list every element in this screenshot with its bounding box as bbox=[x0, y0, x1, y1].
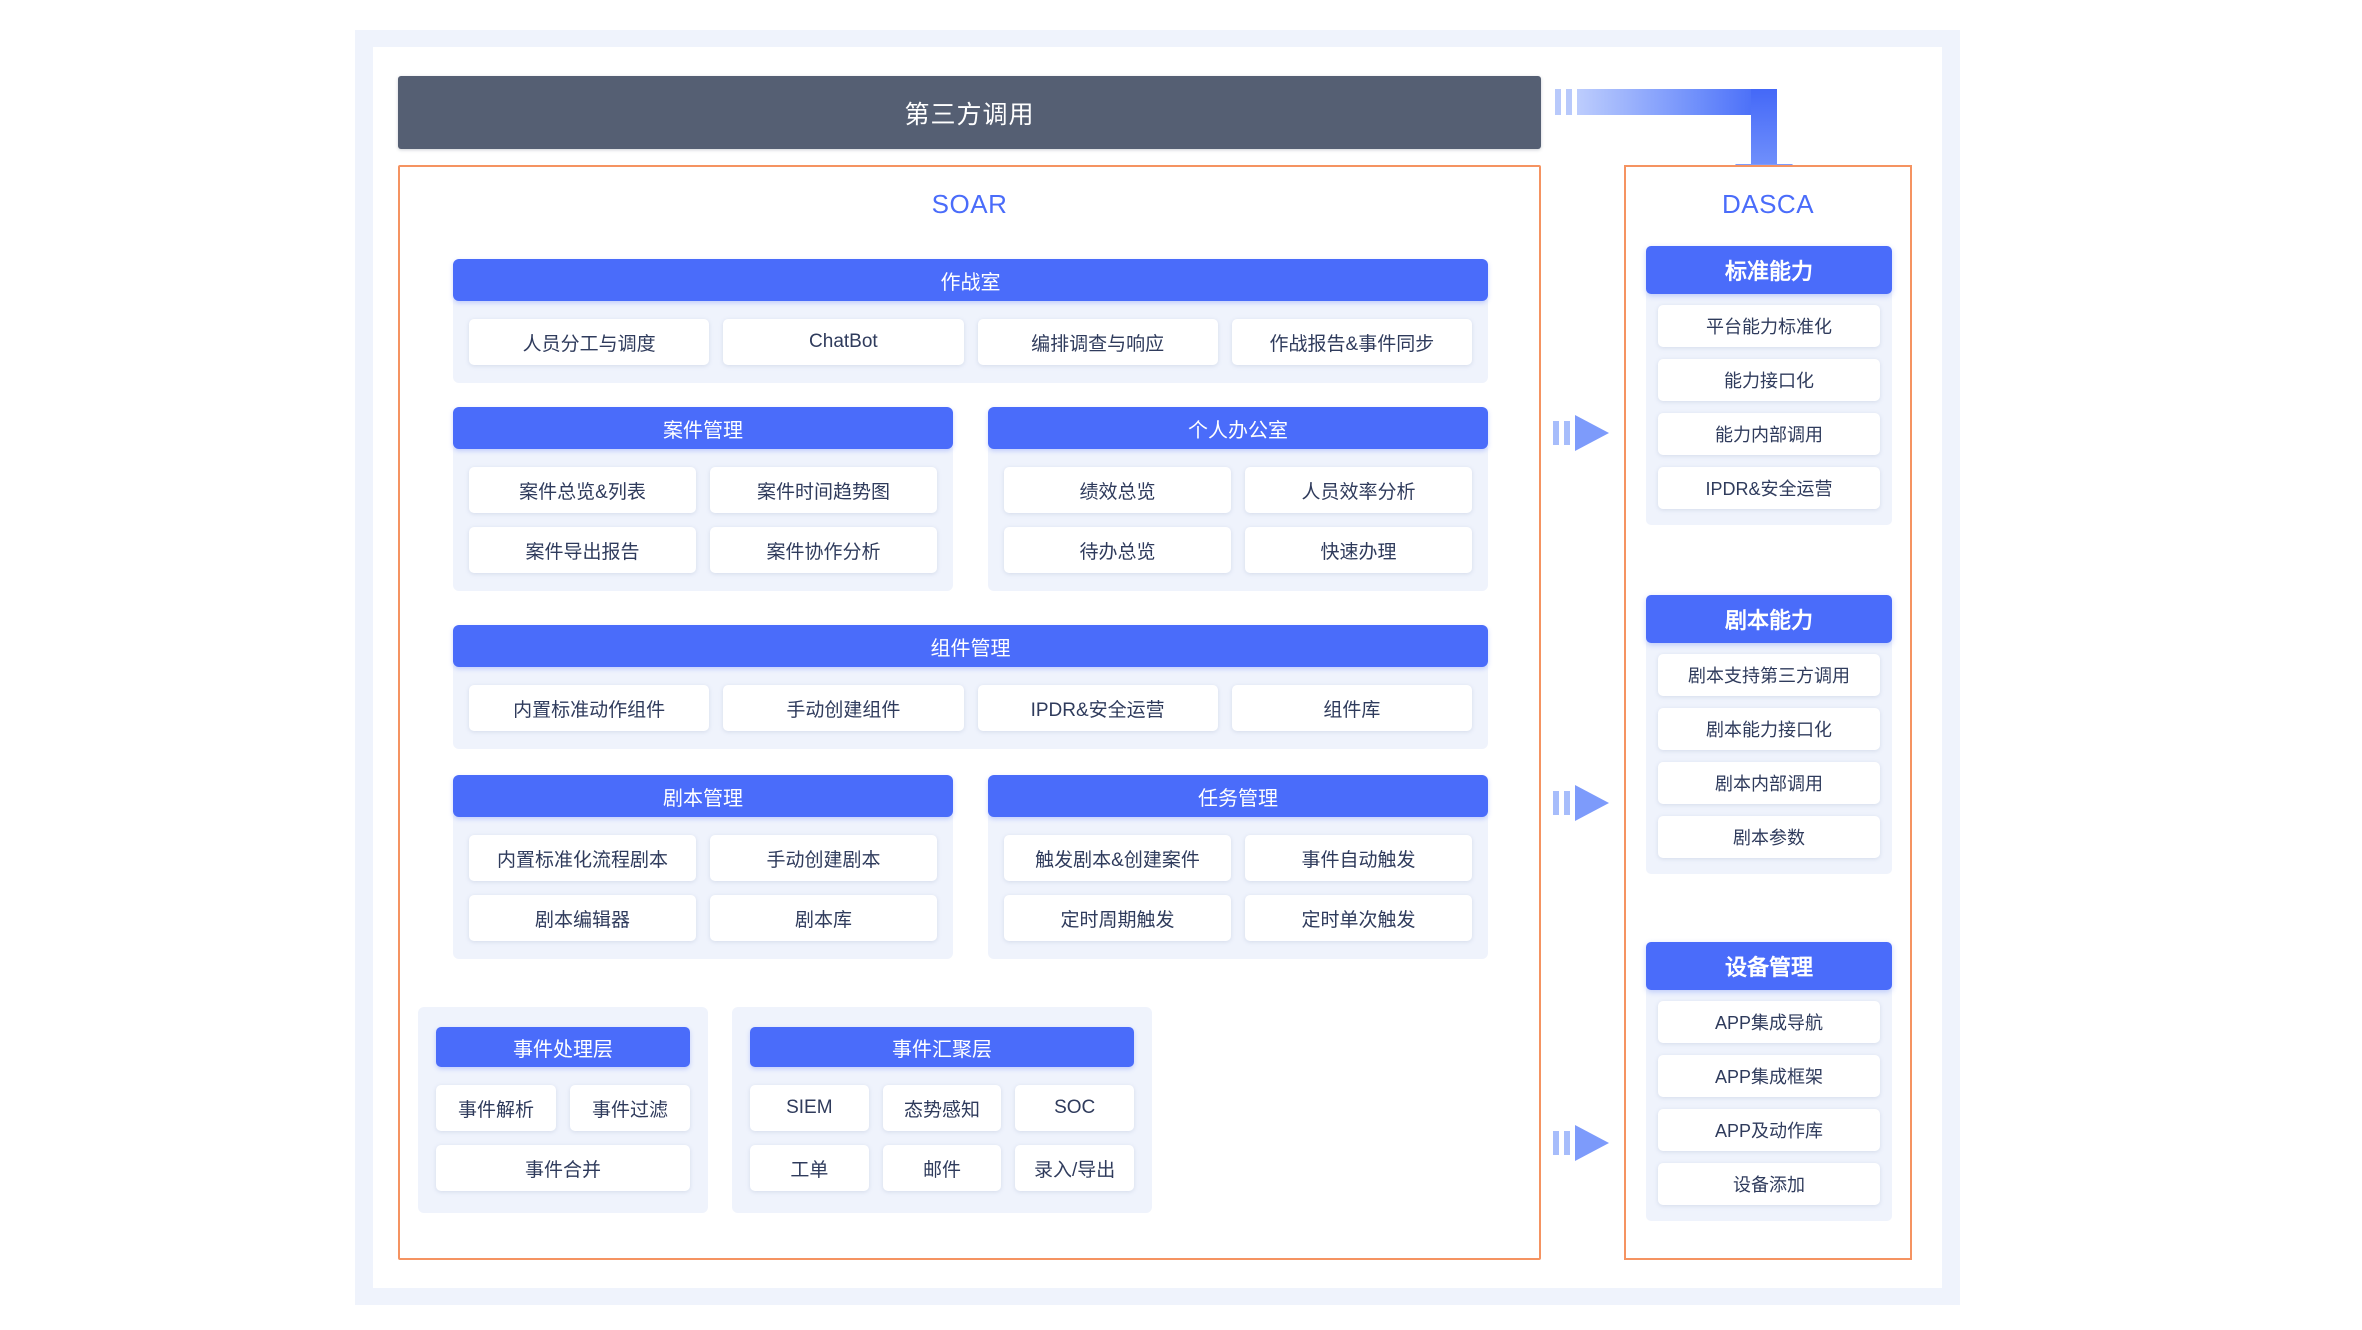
cell-item[interactable]: 事件自动触发 bbox=[1245, 835, 1472, 881]
group-personal-office-header: 个人办公室 bbox=[988, 407, 1488, 449]
cell-item[interactable]: ChatBot bbox=[723, 319, 964, 365]
panel-event-collect-layer: 事件汇聚层 SIEM 态势感知 SOC 工单 邮件 录入/导出 bbox=[732, 1007, 1152, 1213]
connector-arrow-playbook-icon bbox=[1553, 785, 1623, 821]
dasca-group-standard-body: 平台能力标准化 能力接口化 能力内部调用 IPDR&安全运营 bbox=[1646, 289, 1892, 525]
elbow-arrow-icon bbox=[1555, 82, 1810, 196]
event-process-layer-grid: 事件解析 事件过滤 bbox=[436, 1085, 690, 1131]
event-process-layer-header: 事件处理层 bbox=[436, 1027, 690, 1067]
cell-item[interactable]: 组件库 bbox=[1231, 685, 1472, 731]
soar-title: SOAR bbox=[931, 189, 1008, 219]
group-component-management-header: 组件管理 bbox=[453, 625, 1488, 667]
list-item[interactable]: APP及动作库 bbox=[1658, 1109, 1880, 1151]
list-item[interactable]: 设备添加 bbox=[1658, 1163, 1880, 1205]
soar-panel: SOAR 作战室 人员分工与调度 ChatBot 编排调查与响应 作战报告&事件… bbox=[398, 165, 1541, 1260]
group-personal-office: 个人办公室 绩效总览 人员效率分析 待办总览 快速办理 bbox=[988, 407, 1488, 591]
cell-item[interactable]: 案件总览&列表 bbox=[469, 467, 696, 513]
cell-item[interactable]: 剧本编辑器 bbox=[469, 895, 696, 941]
list-item[interactable]: 剧本参数 bbox=[1658, 816, 1880, 858]
cell-item[interactable]: 人员效率分析 bbox=[1245, 467, 1472, 513]
panel-event-process-layer: 事件处理层 事件解析 事件过滤 事件合并 bbox=[418, 1007, 708, 1213]
list-item[interactable]: APP集成框架 bbox=[1658, 1055, 1880, 1097]
cell-item[interactable]: 案件导出报告 bbox=[469, 527, 696, 573]
connector-arrow-standard-icon bbox=[1553, 415, 1623, 451]
group-warroom: 作战室 人员分工与调度 ChatBot 编排调查与响应 作战报告&事件同步 bbox=[453, 259, 1488, 383]
cell-item[interactable]: 人员分工与调度 bbox=[469, 319, 710, 365]
dasca-group-playbook-capability: 剧本能力 剧本支持第三方调用 剧本能力接口化 剧本内部调用 剧本参数 bbox=[1646, 595, 1892, 874]
list-item[interactable]: 剧本支持第三方调用 bbox=[1658, 654, 1880, 696]
cell-item[interactable]: 编排调查与响应 bbox=[977, 319, 1218, 365]
dasca-group-standard-capability: 标准能力 平台能力标准化 能力接口化 能力内部调用 IPDR&安全运营 bbox=[1646, 246, 1892, 525]
cell-item[interactable]: 触发剧本&创建案件 bbox=[1004, 835, 1231, 881]
cell-item[interactable]: 剧本库 bbox=[710, 895, 937, 941]
cell-item[interactable]: 事件解析 bbox=[436, 1085, 556, 1131]
third-party-call-bar: 第三方调用 bbox=[398, 76, 1541, 149]
dasca-panel: DASCA 标准能力 平台能力标准化 能力接口化 能力内部调用 IPDR&安全运… bbox=[1624, 165, 1912, 1260]
list-item[interactable]: 能力内部调用 bbox=[1658, 413, 1880, 455]
cell-item[interactable]: SIEM bbox=[750, 1085, 869, 1131]
cell-item[interactable]: 定时周期触发 bbox=[1004, 895, 1231, 941]
group-playbook-management-header: 剧本管理 bbox=[453, 775, 953, 817]
list-item[interactable]: 剧本能力接口化 bbox=[1658, 708, 1880, 750]
group-component-management-body: 内置标准动作组件 手动创建组件 IPDR&安全运营 组件库 bbox=[453, 661, 1488, 749]
cell-item[interactable]: 内置标准化流程剧本 bbox=[469, 835, 696, 881]
cell-item[interactable]: 态势感知 bbox=[882, 1085, 1002, 1131]
event-collect-layer-grid: SIEM 态势感知 SOC 工单 邮件 录入/导出 bbox=[750, 1085, 1134, 1191]
group-playbook-management: 剧本管理 内置标准化流程剧本 手动创建剧本 剧本编辑器 剧本库 bbox=[453, 775, 953, 959]
list-item[interactable]: 能力接口化 bbox=[1658, 359, 1880, 401]
cell-item[interactable]: 事件过滤 bbox=[570, 1085, 690, 1131]
group-component-management: 组件管理 内置标准动作组件 手动创建组件 IPDR&安全运营 组件库 bbox=[453, 625, 1488, 749]
cell-item[interactable]: 定时单次触发 bbox=[1245, 895, 1472, 941]
cell-item[interactable]: 作战报告&事件同步 bbox=[1231, 319, 1472, 365]
event-process-layer-full-row: 事件合并 bbox=[436, 1145, 690, 1191]
connector-arrow-device-icon bbox=[1553, 1125, 1623, 1161]
cell-item[interactable]: 录入/导出 bbox=[1015, 1145, 1134, 1191]
list-item[interactable]: 剧本内部调用 bbox=[1658, 762, 1880, 804]
dasca-group-device-header: 设备管理 bbox=[1646, 942, 1892, 990]
bottom-layers: 事件处理层 事件解析 事件过滤 事件合并 事件汇聚层 SIEM 态势感知 SOC… bbox=[418, 1007, 1523, 1213]
cell-item[interactable]: IPDR&安全运营 bbox=[977, 685, 1218, 731]
list-item[interactable]: IPDR&安全运营 bbox=[1658, 467, 1880, 509]
cell-item[interactable]: 快速办理 bbox=[1245, 527, 1472, 573]
group-case-management-body: 案件总览&列表 案件时间趋势图 案件导出报告 案件协作分析 bbox=[453, 443, 953, 591]
dasca-group-playbook-header: 剧本能力 bbox=[1646, 595, 1892, 643]
cell-item[interactable]: 案件时间趋势图 bbox=[710, 467, 937, 513]
cell-item[interactable]: 工单 bbox=[750, 1145, 869, 1191]
group-warroom-header: 作战室 bbox=[453, 259, 1488, 301]
group-task-management: 任务管理 触发剧本&创建案件 事件自动触发 定时周期触发 定时单次触发 bbox=[988, 775, 1488, 959]
cell-item[interactable]: 事件合并 bbox=[436, 1145, 690, 1191]
group-personal-office-body: 绩效总览 人员效率分析 待办总览 快速办理 bbox=[988, 443, 1488, 591]
elbow-arrow-dashes-icon bbox=[1555, 89, 1572, 115]
third-party-call-label: 第三方调用 bbox=[904, 100, 1035, 129]
cell-item[interactable]: SOC bbox=[1015, 1085, 1134, 1131]
dasca-group-standard-header: 标准能力 bbox=[1646, 246, 1892, 294]
group-playbook-management-body: 内置标准化流程剧本 手动创建剧本 剧本编辑器 剧本库 bbox=[453, 811, 953, 959]
elbow-arrow-horizontal bbox=[1577, 89, 1777, 115]
event-collect-layer-header: 事件汇聚层 bbox=[750, 1027, 1134, 1067]
dasca-group-device-management: 设备管理 APP集成导航 APP集成框架 APP及动作库 设备添加 bbox=[1646, 942, 1892, 1221]
group-task-management-body: 触发剧本&创建案件 事件自动触发 定时周期触发 定时单次触发 bbox=[988, 811, 1488, 959]
cell-item[interactable]: 案件协作分析 bbox=[710, 527, 937, 573]
cell-item[interactable]: 手动创建组件 bbox=[723, 685, 964, 731]
elbow-arrow-vertical bbox=[1751, 89, 1777, 164]
cell-item[interactable]: 绩效总览 bbox=[1004, 467, 1231, 513]
group-task-management-header: 任务管理 bbox=[988, 775, 1488, 817]
cell-item[interactable]: 待办总览 bbox=[1004, 527, 1231, 573]
group-warroom-body: 人员分工与调度 ChatBot 编排调查与响应 作战报告&事件同步 bbox=[453, 295, 1488, 383]
group-case-management-header: 案件管理 bbox=[453, 407, 953, 449]
cell-item[interactable]: 手动创建剧本 bbox=[710, 835, 937, 881]
list-item[interactable]: 平台能力标准化 bbox=[1658, 305, 1880, 347]
dasca-group-playbook-body: 剧本支持第三方调用 剧本能力接口化 剧本内部调用 剧本参数 bbox=[1646, 638, 1892, 874]
group-case-management: 案件管理 案件总览&列表 案件时间趋势图 案件导出报告 案件协作分析 bbox=[453, 407, 953, 591]
dasca-group-device-body: APP集成导航 APP集成框架 APP及动作库 设备添加 bbox=[1646, 985, 1892, 1221]
cell-item[interactable]: 邮件 bbox=[882, 1145, 1002, 1191]
list-item[interactable]: APP集成导航 bbox=[1658, 1001, 1880, 1043]
dasca-title: DASCA bbox=[1721, 189, 1815, 219]
cell-item[interactable]: 内置标准动作组件 bbox=[469, 685, 710, 731]
